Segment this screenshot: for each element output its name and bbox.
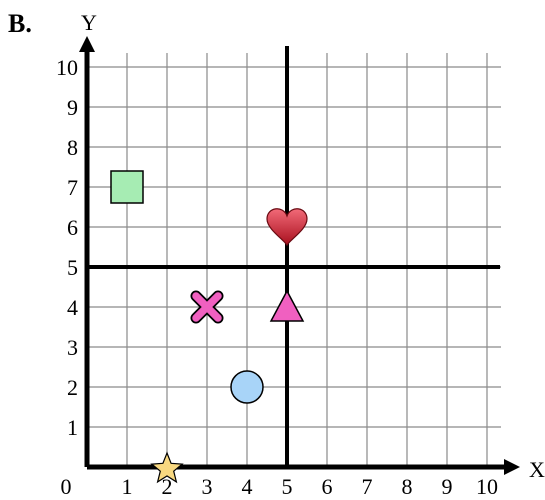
x-axis-title: X	[529, 457, 545, 482]
origin-label: 0	[61, 474, 72, 495]
y-tick-label: 1	[67, 415, 78, 440]
y-tick-label: 8	[67, 135, 78, 160]
x-axis-arrow-icon	[504, 459, 520, 475]
x-tick-label: 4	[242, 474, 253, 495]
y-tick-label: 2	[67, 375, 78, 400]
green-square-mark	[110, 170, 144, 204]
y-tick-label: 10	[56, 55, 78, 80]
x-tick-label: 8	[402, 474, 413, 495]
y-tick-label: 7	[67, 175, 78, 200]
x-tick-label: 7	[362, 474, 373, 495]
y-tick-label: 4	[67, 295, 78, 320]
x-tick-label: 3	[202, 474, 213, 495]
x-tick-label: 1	[122, 474, 133, 495]
y-tick-label: 9	[67, 95, 78, 120]
heart-mark	[266, 208, 308, 247]
y-tick-label: 3	[67, 335, 78, 360]
y-tick-label: 5	[67, 255, 78, 280]
y-axis-title: Y	[81, 10, 97, 35]
pink-triangle-mark	[269, 289, 305, 322]
figure-label: B.	[8, 9, 32, 38]
y-tick-label: 6	[67, 215, 78, 240]
x-tick-label: 5	[282, 474, 293, 495]
x-tick-label: 2	[162, 474, 173, 495]
blue-circle-mark	[230, 370, 264, 404]
x-tick-label: 10	[476, 474, 498, 495]
star-mark	[150, 451, 184, 484]
pink-cross-mark	[190, 290, 224, 324]
x-tick-label: 6	[322, 474, 333, 495]
y-axis-arrow-icon	[79, 36, 95, 52]
x-tick-label: 9	[442, 474, 453, 495]
